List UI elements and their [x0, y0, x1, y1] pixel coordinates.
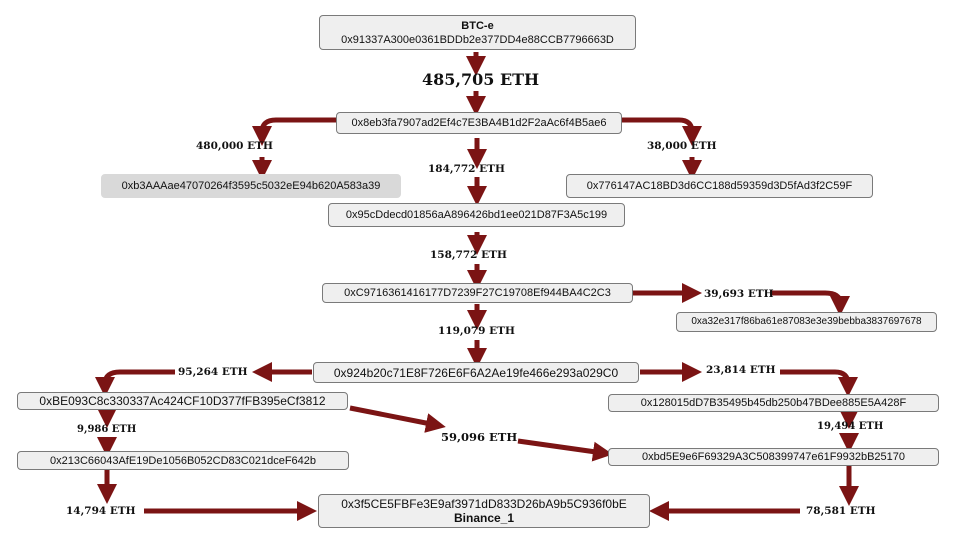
- amount-label: 485,705 ETH: [422, 70, 540, 89]
- amount-label: 119,079 ETH: [438, 325, 515, 337]
- flow-arrow: [252, 117, 336, 146]
- flow-arrow: [770, 290, 850, 316]
- node-address: 0x91337A300e0361BDDb2e377DD4e88CCB779666…: [341, 33, 614, 46]
- amount-label: 158,772 ETH: [430, 249, 507, 261]
- address-node: 0x776147AC18BD3d6CC188d59359d3D5fAd3f2C5…: [566, 174, 873, 198]
- amount-label: 38,000 ETH: [647, 140, 717, 152]
- node-address: 0x213C66043AfE19De1056B052CD83C021dceF64…: [49, 454, 317, 467]
- amount-label: 23,814 ETH: [706, 364, 776, 376]
- amount-label: 9,986 ETH: [77, 424, 137, 435]
- node-address: 0xBE093C8c330337Ac424CF10D377fFB395eCf38…: [39, 394, 326, 408]
- amount-label: 59,096 ETH: [441, 430, 518, 444]
- node-address: 0x95cDdecd01856aA896426bd1ee021D87F3A5c1…: [345, 209, 608, 221]
- flow-arrow: [780, 369, 858, 397]
- address-node: 0x95cDdecd01856aA896426bd1ee021D87F3A5c1…: [328, 203, 625, 227]
- flow-arrow: [517, 438, 613, 462]
- amount-label: 184,772 ETH: [428, 163, 505, 175]
- flow-arrow: [622, 117, 702, 146]
- amount-label: 14,794 ETH: [66, 505, 136, 517]
- node-address: 0xb3AAAae47070264f3595c5032eE94b620A583a…: [121, 180, 381, 192]
- address-node: 0xa32e317f86ba61e87083e3e39bebba38376976…: [676, 312, 937, 332]
- amount-label: 78,581 ETH: [806, 505, 876, 517]
- address-node: 0x213C66043AfE19De1056B052CD83C021dceF64…: [17, 451, 349, 470]
- node-address: 0x3f5CE5FBFe3E9af3971dD833D26bA9b5C936f0…: [341, 497, 627, 511]
- node-address: 0xC9716361416177D7239F27C19708Ef944BA4C2…: [344, 287, 611, 299]
- node-address: 0x776147AC18BD3d6CC188d59359d3D5fAd3f2C5…: [586, 180, 853, 192]
- amount-label: 95,264 ETH: [178, 366, 248, 378]
- address-node: 0x128015dD7B35495b45db250b47BDee885E5A42…: [608, 394, 939, 412]
- node-address: 0x924b20c71E8F726E6F6A2Ae19fe466e293a029…: [333, 365, 619, 380]
- node-title: Binance_1: [453, 511, 515, 525]
- address-node: 0xBE093C8c330337Ac424CF10D377fFB395eCf38…: [17, 392, 348, 410]
- node-address: 0xa32e317f86ba61e87083e3e39bebba38376976…: [691, 316, 922, 327]
- amount-label: 19,494 ETH: [817, 421, 884, 432]
- btce-node: BTC-e 0x91337A300e0361BDDb2e377DD4e88CCB…: [319, 15, 636, 50]
- node-title: BTC-e: [461, 19, 494, 32]
- flow-arrow: [95, 369, 175, 397]
- amount-label: 480,000 ETH: [196, 140, 273, 152]
- node-address: 0xbd5E9e6F69329A3C508399747e61F9932bB251…: [641, 451, 905, 463]
- node-address: 0x8eb3fa7907ad2Ef4c7E3BA4B1d2F2aAc6f4B5a…: [351, 117, 607, 129]
- address-node: 0x8eb3fa7907ad2Ef4c7E3BA4B1d2F2aAc6f4B5a…: [336, 112, 622, 134]
- binance-node: 0x3f5CE5FBFe3E9af3971dD833D26bA9b5C936f0…: [318, 494, 650, 528]
- node-address: 0x128015dD7B35495b45db250b47BDee885E5A42…: [640, 397, 907, 409]
- address-node: 0x924b20c71E8F726E6F6A2Ae19fe466e293a029…: [313, 362, 639, 383]
- address-node: 0xbd5E9e6F69329A3C508399747e61F9932bB251…: [608, 448, 939, 466]
- address-node: 0xC9716361416177D7239F27C19708Ef944BA4C2…: [322, 283, 633, 303]
- amount-label: 39,693 ETH: [704, 288, 774, 300]
- flow-arrow: [349, 405, 446, 433]
- address-node: 0xb3AAAae47070264f3595c5032eE94b620A583a…: [101, 174, 401, 198]
